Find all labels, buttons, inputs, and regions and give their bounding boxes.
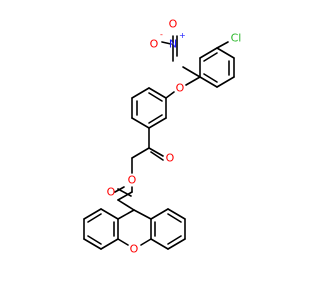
bond [83,208,102,220]
bond [87,213,102,223]
bond [199,47,218,59]
bond [148,114,163,124]
bond [117,209,135,220]
bond [131,147,150,159]
bond [131,117,150,129]
bond [148,92,163,102]
nitrogen-atom: N [169,38,177,51]
bond [161,41,172,45]
bond [199,76,218,88]
bond [167,213,182,223]
bond [150,151,164,161]
bond [87,235,102,245]
carbonyl-oxygen: O [107,186,116,199]
bond [150,208,169,220]
negative-charge: - [160,30,163,39]
bond [167,208,186,220]
bond [216,76,235,88]
bond [148,117,167,129]
bond [83,238,102,250]
bond [185,76,201,86]
bond [117,191,133,201]
bond [203,52,218,62]
bond [100,238,119,250]
bond [117,238,129,246]
bond [117,199,135,211]
nitro-oxygen-minus: O [150,38,159,51]
bond-layer [83,35,235,250]
bond [117,188,132,197]
bond [148,147,164,157]
xanthene-oxygen: O [130,243,139,256]
bond [167,238,186,250]
bond [167,235,182,245]
bond [203,73,218,83]
molecule-structure: Cl N + O - O O O O O O [83,18,242,256]
positive-charge: + [179,31,186,40]
bond [100,208,119,220]
chlorine-atom: Cl [231,32,242,45]
bond [165,91,175,99]
bond [216,47,235,59]
nitro-oxygen-double: O [169,18,178,31]
atom-label-layer: Cl N + O - O O O O O O [107,18,242,256]
bond [150,238,169,250]
bond [133,209,152,220]
bond [148,87,167,99]
ketone-oxygen: O [166,152,175,165]
bond [182,66,201,78]
bond [140,238,152,246]
bond [131,87,150,99]
bond [216,41,229,49]
ester-oxygen: O [128,174,137,187]
ether-oxygen: O [176,82,185,95]
